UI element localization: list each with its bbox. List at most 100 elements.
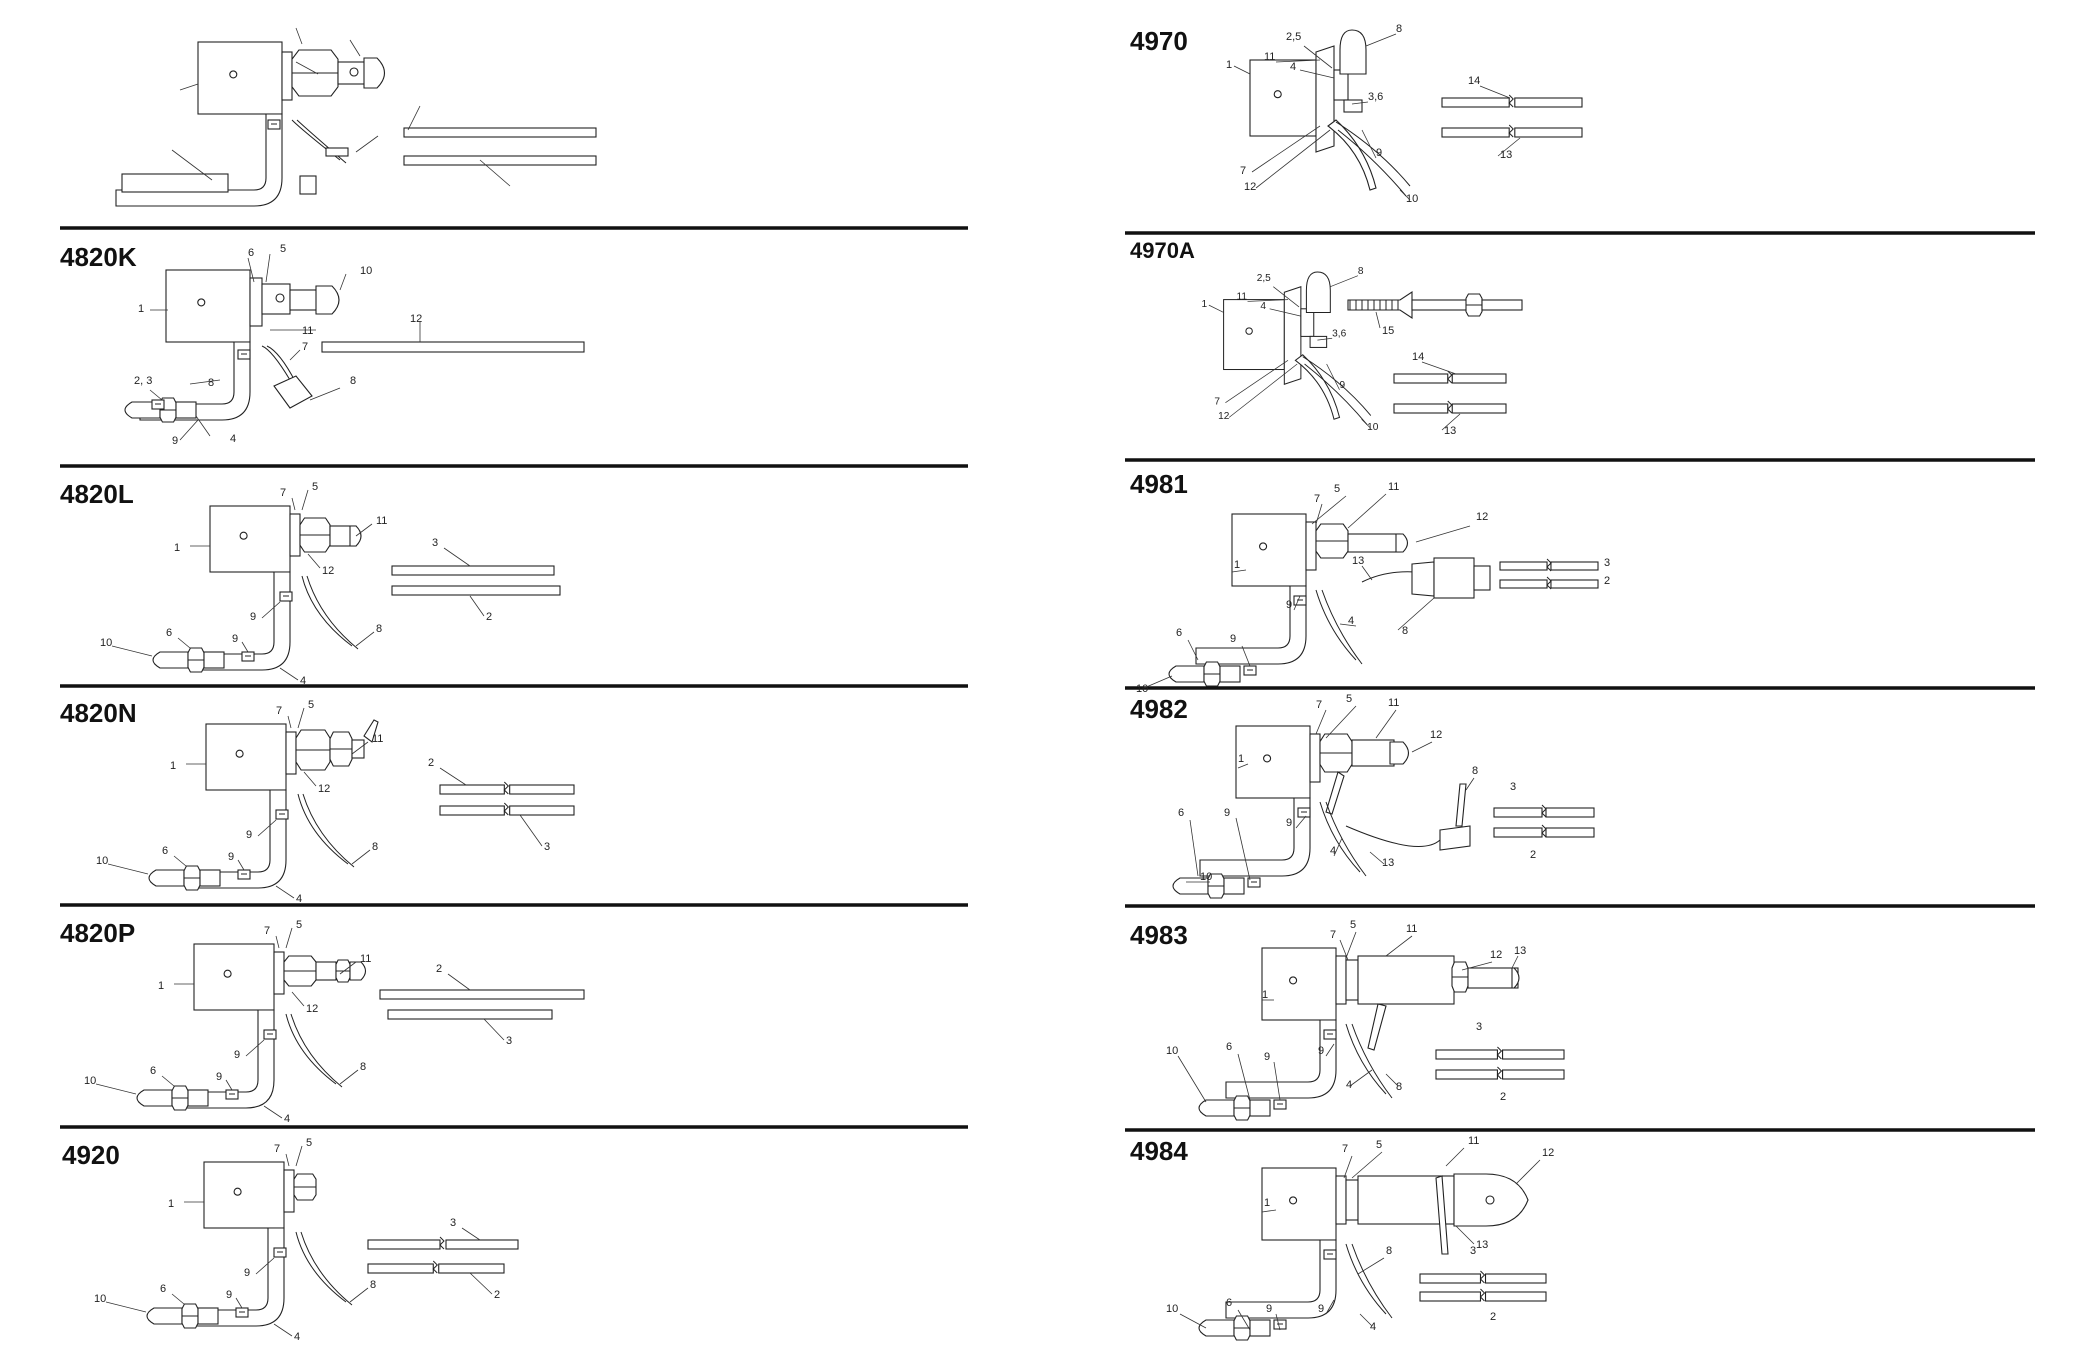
mount-hole <box>233 1187 242 1196</box>
callout-label: 12 <box>1244 181 1256 193</box>
collar <box>1345 959 1359 1001</box>
callout-label: 2 <box>494 1289 500 1301</box>
callout-label: 1 <box>1238 753 1244 765</box>
callout-label: 12 <box>1218 411 1230 422</box>
callout-label: 6 <box>248 247 254 259</box>
callout-leader <box>1261 1209 1277 1213</box>
callout-leader <box>1303 45 1333 69</box>
welding-rod <box>121 173 229 193</box>
rods-4983 <box>1435 1066 1565 1080</box>
callout-label: 11 <box>302 325 313 337</box>
control-wire <box>290 1013 343 1088</box>
callout-leader <box>1208 304 1224 313</box>
callout-leader <box>1359 1313 1373 1327</box>
control-wire <box>1321 589 1363 665</box>
callout-leader <box>1397 597 1435 631</box>
callout-leader <box>1461 961 1493 971</box>
callout-leader <box>1325 705 1357 739</box>
welding-rod <box>403 155 597 166</box>
tip <box>1467 967 1519 989</box>
callout-label: 9 <box>244 1267 250 1279</box>
callout-leader <box>1177 1055 1207 1103</box>
mount-hole <box>235 749 244 758</box>
welding-rod <box>1441 127 1510 138</box>
break-mark <box>1479 1288 1486 1302</box>
callout-leader <box>1385 1073 1399 1087</box>
callout-leader <box>173 855 187 867</box>
welding-rod <box>1441 97 1510 108</box>
fitting-barb <box>175 401 197 419</box>
break-mark <box>1546 576 1552 590</box>
callout-leader <box>1325 1299 1335 1315</box>
callout-leader <box>301 489 309 511</box>
callout-label: 12 <box>410 313 422 325</box>
callout-leader <box>469 595 485 617</box>
callout-leader <box>273 1323 293 1337</box>
callout-leader <box>1325 1043 1335 1057</box>
tip <box>1347 533 1401 553</box>
callout-label: 1 <box>1264 1197 1270 1209</box>
callout-label: 7 <box>302 341 308 353</box>
callout-leader <box>1333 837 1343 857</box>
welding-rod <box>1451 373 1507 384</box>
callout-leader <box>1479 85 1511 99</box>
callout-leader <box>291 991 305 1007</box>
callout-label: 2, 3 <box>134 375 152 387</box>
callout-leader <box>275 935 280 949</box>
callout-label: 3,6 <box>1332 328 1346 339</box>
adapter-plate <box>281 51 293 101</box>
callout-label: 5 <box>1376 1139 1382 1151</box>
callout-label: 5 <box>308 699 314 711</box>
callout-leader <box>469 1272 493 1295</box>
callout-leader <box>263 1105 283 1119</box>
control-wire <box>1345 825 1441 847</box>
callout-leader <box>1365 33 1397 47</box>
mount-hole <box>197 298 206 307</box>
callout-label: 6 <box>1226 1297 1232 1309</box>
callout-label: 13 <box>1514 945 1526 957</box>
callout-label: 13 <box>1476 1239 1488 1251</box>
model-title-4820N: 4820N <box>60 698 137 728</box>
callout-label: 9 <box>1376 147 1382 159</box>
callout-label: 9 <box>1264 1051 1270 1063</box>
callout-label: 1 <box>158 980 164 992</box>
control-wire <box>1335 121 1411 187</box>
callout-label: 1 <box>1226 59 1232 71</box>
solenoid-body <box>193 943 275 1011</box>
plug-pin <box>1455 783 1467 827</box>
rods-4983 <box>1435 1046 1565 1060</box>
break-mark <box>1541 804 1547 818</box>
callout-label: 11 <box>1236 292 1247 303</box>
hose-elbow <box>1195 585 1307 665</box>
callout-leader <box>1255 129 1331 189</box>
callout-label: 6 <box>160 1283 166 1295</box>
callout-leader <box>1299 69 1335 79</box>
callout-leader <box>177 637 191 649</box>
callout-leader <box>297 707 305 729</box>
callout-label: 12 <box>318 783 330 795</box>
gas-tube <box>1367 1003 1387 1051</box>
model-title-4981: 4981 <box>1130 469 1188 499</box>
callout-label: 7 <box>1316 699 1322 711</box>
callout-label: 8 <box>350 375 356 387</box>
callout-leader <box>1326 363 1340 390</box>
rods-4820N <box>439 802 575 816</box>
adapter-plate <box>1309 733 1321 783</box>
welding-rod <box>1484 1273 1547 1284</box>
callout-leader <box>355 523 373 537</box>
callout-label: 11 <box>1388 481 1399 493</box>
callouts-4983: 2 <box>1500 1091 1506 1103</box>
hose-elbow <box>1199 797 1311 877</box>
nose-fitting <box>1198 1319 1235 1337</box>
gas-nozzle <box>1389 741 1410 765</box>
welding-rod <box>1545 827 1595 838</box>
welding-rod <box>1499 579 1548 589</box>
nose-fitting <box>124 401 161 419</box>
callout-label: 2 <box>486 611 492 623</box>
welding-rod <box>1550 561 1599 571</box>
